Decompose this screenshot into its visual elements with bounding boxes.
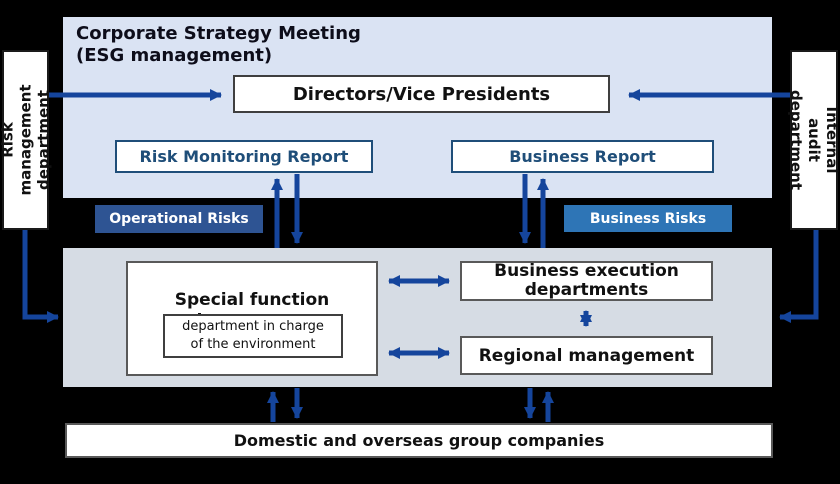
regional-management-box: Regional management: [460, 336, 713, 375]
environment-department-box: department in charge of the environment: [163, 314, 343, 358]
panel-title: Corporate Strategy Meeting (ESG manageme…: [76, 23, 361, 66]
special-function-departments-box: Special function departments department …: [126, 261, 378, 376]
business-risks-badge: Business Risks: [564, 205, 732, 232]
arrow-internal-audit-to-execution-panel: [779, 230, 819, 323]
directors-vice-presidents-box: Directors/Vice Presidents: [233, 75, 610, 113]
group-companies-box: Domestic and overseas group companies: [65, 423, 773, 458]
internal-audit-department-label: Internal audit department: [787, 90, 840, 190]
operational-risks-badge: Operational Risks: [95, 205, 263, 233]
business-execution-departments-box: Business execution departments: [460, 261, 713, 301]
arrow-risk-mgmt-to-execution-panel: [22, 230, 59, 323]
business-report-box: Business Report: [451, 140, 714, 173]
internal-audit-department-box: Internal audit department: [787, 50, 840, 230]
risk-management-department-label: Risk management department: [0, 84, 53, 196]
risk-management-department-box: Risk management department: [0, 50, 53, 230]
risk-monitoring-report-box: Risk Monitoring Report: [115, 140, 373, 173]
